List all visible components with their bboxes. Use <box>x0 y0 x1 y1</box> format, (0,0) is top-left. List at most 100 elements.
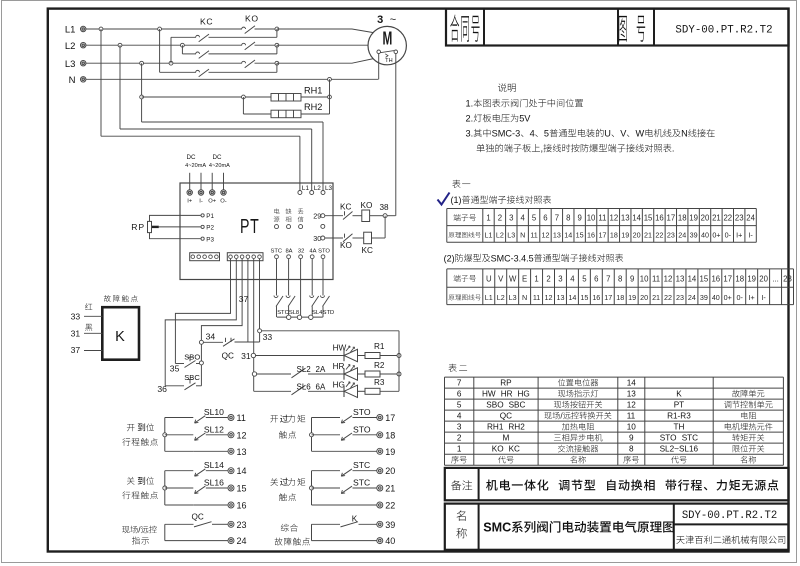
svg-text:DC: DC <box>213 154 222 161</box>
svg-text:39: 39 <box>700 293 708 302</box>
svg-text:13: 13 <box>621 214 630 223</box>
svg-text:23: 23 <box>735 214 744 223</box>
svg-text:24: 24 <box>688 293 696 302</box>
svg-text:23: 23 <box>667 230 675 239</box>
svg-text:38: 38 <box>380 203 390 212</box>
svg-text:K: K <box>115 329 125 345</box>
svg-text:L1: L1 <box>485 293 493 302</box>
svg-text:O-: O- <box>220 199 227 205</box>
svg-text:40: 40 <box>701 230 709 239</box>
svg-text:SBC: SBC <box>184 373 200 382</box>
svg-text:23: 23 <box>237 520 247 530</box>
svg-text:TH: TH <box>385 58 392 64</box>
svg-text:STC: STC <box>270 248 282 254</box>
svg-text:11: 11 <box>530 230 537 239</box>
svg-text:6: 6 <box>594 274 598 283</box>
svg-text:SL12: SL12 <box>204 424 224 434</box>
svg-text:QC: QC <box>500 412 512 421</box>
svg-text:21: 21 <box>712 214 721 223</box>
svg-text:KO: KO <box>340 241 352 250</box>
svg-text:19: 19 <box>689 214 698 223</box>
svg-text:12: 12 <box>545 293 553 302</box>
svg-text:21: 21 <box>652 293 660 302</box>
svg-text:9: 9 <box>630 274 634 283</box>
svg-text:到: 到 <box>137 476 148 486</box>
svg-text:17: 17 <box>385 413 395 423</box>
svg-text:3: 3 <box>509 214 513 223</box>
svg-text:0-: 0- <box>725 230 732 239</box>
svg-text:1: 1 <box>457 445 462 454</box>
svg-text:RP: RP <box>131 222 145 232</box>
svg-text:SMC-3: SMC-3 <box>492 129 521 139</box>
svg-text:7: 7 <box>457 379 462 388</box>
svg-text:31: 31 <box>241 351 251 361</box>
svg-text:R3: R3 <box>374 378 385 387</box>
svg-text:11: 11 <box>627 412 636 421</box>
svg-text:9: 9 <box>577 214 581 223</box>
svg-text:20: 20 <box>385 466 395 476</box>
svg-text:2A: 2A <box>316 365 326 374</box>
svg-text:11: 11 <box>237 413 246 423</box>
svg-text:SL14: SL14 <box>204 460 224 470</box>
svg-text:4: 4 <box>457 412 462 421</box>
svg-text:17: 17 <box>723 274 732 283</box>
svg-text:TH: TH <box>674 423 685 432</box>
svg-text:13: 13 <box>676 274 685 283</box>
svg-text:40: 40 <box>712 293 720 302</box>
svg-text:SDY-00.PT.R2.T2: SDY-00.PT.R2.T2 <box>675 25 772 37</box>
svg-text:HG: HG <box>333 381 345 390</box>
svg-text:30: 30 <box>313 234 321 243</box>
svg-text:14: 14 <box>568 293 576 302</box>
svg-text:0+: 0+ <box>712 230 720 239</box>
svg-text:U: U <box>486 274 492 283</box>
svg-text:(1): (1) <box>451 195 462 205</box>
svg-text:24: 24 <box>678 230 686 239</box>
svg-text:(2): (2) <box>444 253 455 263</box>
svg-text:21: 21 <box>385 484 395 494</box>
svg-text:STD: STD <box>323 310 335 316</box>
svg-text:L3: L3 <box>325 185 333 192</box>
svg-text:RH1: RH1 <box>304 86 322 96</box>
svg-text:SL8: SL8 <box>289 310 299 316</box>
svg-text:HR: HR <box>501 390 513 399</box>
svg-text:18: 18 <box>610 230 618 239</box>
svg-text:N: N <box>520 230 525 239</box>
svg-text:5V: 5V <box>519 114 531 124</box>
svg-text:31: 31 <box>71 329 81 339</box>
svg-text:17: 17 <box>666 214 675 223</box>
svg-text:40: 40 <box>385 536 395 546</box>
svg-text:13: 13 <box>553 230 561 239</box>
svg-text:23: 23 <box>783 274 792 283</box>
svg-text:23: 23 <box>676 293 684 302</box>
svg-text:QC: QC <box>191 513 203 522</box>
svg-text:SDY-00.PT.R2.T2: SDY-00.PT.R2.T2 <box>682 510 777 522</box>
svg-text:SL6: SL6 <box>297 383 312 392</box>
svg-text:N: N <box>681 129 688 139</box>
svg-text:8A: 8A <box>285 248 292 254</box>
svg-text:PT: PT <box>240 216 260 238</box>
svg-text:KO: KO <box>245 13 259 23</box>
svg-text:U: U <box>604 129 611 139</box>
svg-text:9: 9 <box>629 434 634 443</box>
svg-text:KC: KC <box>362 246 373 255</box>
svg-text:14: 14 <box>627 379 637 388</box>
svg-text:.: . <box>672 144 675 154</box>
svg-text:I-: I- <box>199 199 203 205</box>
svg-text:RH2: RH2 <box>304 102 322 112</box>
svg-text:KC: KC <box>340 203 351 212</box>
svg-text:KO: KO <box>492 445 504 454</box>
svg-text:STO: STO <box>318 248 330 254</box>
svg-text:5: 5 <box>582 274 587 283</box>
svg-text:8: 8 <box>618 274 622 283</box>
svg-text:20: 20 <box>701 214 710 223</box>
svg-text:12: 12 <box>610 214 619 223</box>
svg-text:V: V <box>620 129 627 139</box>
svg-text:18: 18 <box>385 430 395 440</box>
svg-text:K: K <box>352 515 358 524</box>
svg-text:5: 5 <box>532 214 537 223</box>
svg-text:STO: STO <box>353 424 371 434</box>
svg-text:17: 17 <box>604 293 612 302</box>
svg-text:E: E <box>522 274 527 283</box>
svg-text:14: 14 <box>688 274 697 283</box>
svg-text:22: 22 <box>723 214 732 223</box>
